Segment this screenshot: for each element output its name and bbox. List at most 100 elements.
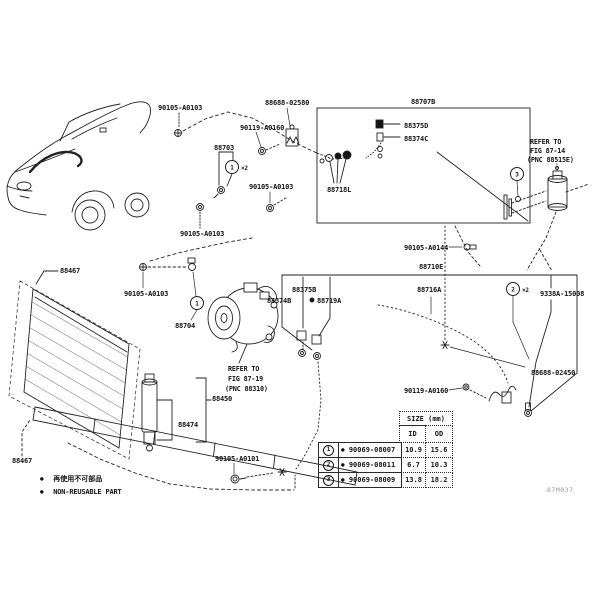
table-cell-id: 10.9 <box>401 442 426 458</box>
legend-line-en: ● NON-REUSABLE PART <box>40 482 122 496</box>
part-label: 90119-A0160 <box>240 124 284 132</box>
pipe-fittings-cluster <box>295 276 331 470</box>
part-number: 90069-08009 <box>348 476 396 484</box>
part-label: 90105-A0101 <box>215 455 259 463</box>
table-cell-part: ● 90069-08009 <box>338 472 402 488</box>
bottom-pipe-path <box>67 442 296 491</box>
compressor <box>207 282 279 364</box>
part-label: 88374C <box>404 135 428 143</box>
table-cell-part: ● 90069-08011 <box>338 457 402 473</box>
interbox-connections <box>444 225 481 343</box>
legend-text-jp: 再使用不可部品 <box>53 475 103 483</box>
callout-number: 1 <box>195 301 199 308</box>
part-label: 90105-A0103 <box>124 290 168 298</box>
part-label: 88704 <box>175 322 195 330</box>
non-reusable-bullet: ● <box>40 488 44 496</box>
non-reusable-bullet: ● <box>341 461 345 469</box>
refer-note-line: REFER TO <box>228 365 259 373</box>
part-labels: 90105-A0103 88688-02580 90119-A0160 8870… <box>12 98 584 465</box>
part-label: 88374B <box>267 297 291 305</box>
table-cell-od: 10.3 <box>425 457 453 473</box>
box-88710E <box>281 274 578 417</box>
refer-note-line: REFER TO <box>530 138 561 146</box>
non-reusable-bullet: ● <box>341 476 345 484</box>
legend-line-jp: ● 再使用不可部品 <box>40 469 122 483</box>
retainer-leader-bottom <box>21 419 31 457</box>
non-reusable-bullet: ● <box>341 446 345 454</box>
part-label: 88375B <box>292 286 316 294</box>
part-label: 88703 <box>214 144 234 152</box>
callout-number: 1 <box>323 445 334 456</box>
callout-1b: 1 <box>190 296 204 310</box>
part-label: 88718L <box>327 186 351 194</box>
callout-number: 1 <box>230 165 234 172</box>
refer-note-line: (PNC 88310) <box>225 385 268 393</box>
refer-note-line: (PNC 88515E) <box>527 156 574 164</box>
non-reusable-bullet: ● <box>40 475 44 483</box>
part-label: 88450 <box>212 395 232 403</box>
part-number: 90069-08007 <box>348 446 396 454</box>
condenser <box>8 270 358 486</box>
part-label: 90105-A0103 <box>249 183 293 191</box>
part-label: 88688-02580 <box>265 99 309 107</box>
part-label: 90119-A0160 <box>404 387 448 395</box>
callout-qty: ×2 <box>241 165 248 172</box>
table-cell-od: 15.6 <box>425 442 453 458</box>
bolt-icon <box>188 263 196 271</box>
callout-number: 2 <box>511 287 515 294</box>
size-table-header: SIZE (mm) <box>399 411 453 426</box>
part-label: 90105-A0103 <box>158 104 202 112</box>
bracket-88704 <box>139 237 253 321</box>
retainer-leader-top <box>35 270 59 285</box>
callout-number: 3 <box>515 172 519 179</box>
part-label: 9338A-15008 <box>540 290 584 298</box>
car-sketch <box>6 101 152 231</box>
bolt-icon <box>139 263 147 271</box>
callout-number: 3 <box>323 475 334 486</box>
highlighted-ac-pipe <box>28 150 83 174</box>
table-cell-callout: 2 <box>318 457 339 473</box>
lower-support-strip <box>32 406 358 486</box>
bolt-icon <box>524 409 532 417</box>
part-label: 88375D <box>404 122 428 130</box>
condenser-assy-bracket <box>195 377 207 443</box>
table-cell-od: 18.2 <box>425 472 453 488</box>
refer-notes: REFER TO FIG 87-14 (PNC 88515E) REFER TO… <box>225 138 574 393</box>
table-cell-id: 6.7 <box>401 457 426 473</box>
drier-bracket <box>156 399 173 441</box>
part-label: 88716A <box>417 286 442 294</box>
figure-code: 87M037 <box>547 486 574 494</box>
callout-3: 3 <box>510 167 524 181</box>
legend-text-en: NON-REUSABLE PART <box>53 488 122 496</box>
part-label: 88467 <box>60 267 80 275</box>
compressor-note-leader <box>238 343 248 364</box>
size-table-col-od: OD <box>425 425 453 443</box>
refer-note-line: FIG 87-19 <box>228 375 263 383</box>
table-cell-callout: 3 <box>318 472 339 488</box>
bolt-icon <box>462 383 470 391</box>
bracket-88703 <box>196 151 287 229</box>
top-hose-route <box>174 107 318 155</box>
receiver-drier <box>141 373 212 452</box>
condenser-fins <box>24 301 129 436</box>
bolt-icon <box>266 204 274 212</box>
bolt-icon <box>174 129 182 137</box>
hose-union <box>440 341 450 349</box>
callout-qty: ×2 <box>522 287 529 294</box>
part-number: 90069-08011 <box>348 461 396 469</box>
part-label: 88719A <box>317 297 342 305</box>
bolt-icon <box>258 147 266 155</box>
bolt-icon <box>230 474 240 484</box>
table-cell-callout: 1 <box>318 442 339 458</box>
callout-1a: 1 ×2 <box>225 160 249 174</box>
non-reusable-bullet <box>309 297 315 303</box>
part-label: 88688-02450 <box>531 369 575 377</box>
part-label: 90105-A0103 <box>180 230 224 238</box>
table-cell-part: ● 90069-08007 <box>338 442 402 458</box>
grommet-star <box>277 468 287 476</box>
callout-markers: 1 ×2 1 2 ×2 3 <box>190 160 530 310</box>
callout-number: 2 <box>323 460 334 471</box>
pipe-clamp-bottom <box>488 385 517 402</box>
